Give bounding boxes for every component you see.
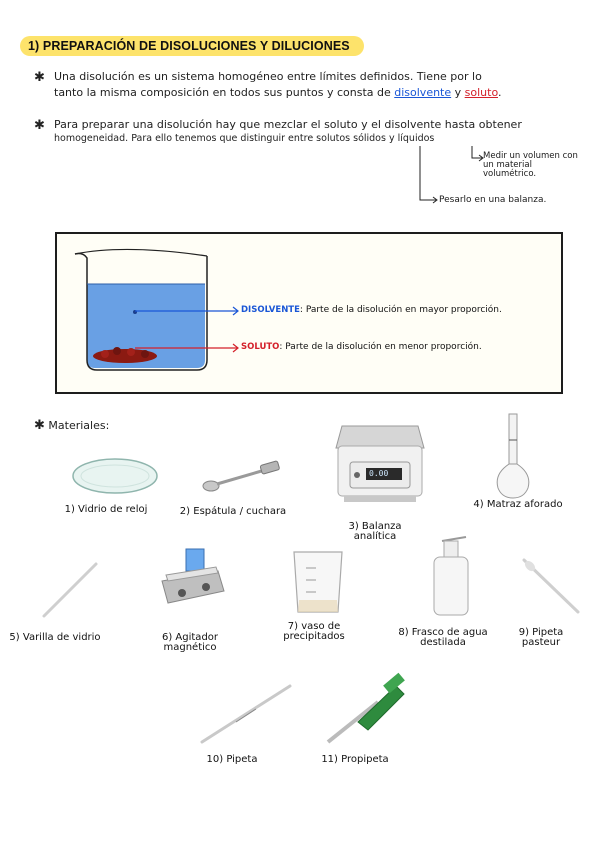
material-number: 6) bbox=[161, 632, 173, 643]
watch-glass-icon bbox=[72, 458, 158, 494]
material-name: Matraz aforado bbox=[486, 499, 563, 510]
material-name: Balanza analítica bbox=[353, 521, 402, 542]
magnetic-stirrer-icon bbox=[161, 548, 225, 604]
beaker-diagram-icon bbox=[74, 248, 208, 371]
paragraph-definition: Una disolución es un sistema homogéneo e… bbox=[54, 70, 584, 99]
material-number: 10) bbox=[206, 754, 224, 765]
disolvente-label-def: : Parte de la disolución en mayor propor… bbox=[299, 305, 502, 315]
material-name: Agitador magnético bbox=[163, 632, 219, 653]
disolvente-label: DISOLVENTE: Parte de la disolución en ma… bbox=[241, 305, 502, 315]
material-number: 4) bbox=[473, 499, 484, 510]
material-name: Pipeta pasteur bbox=[521, 627, 564, 648]
material-label-11: 11) Propipeta bbox=[305, 755, 405, 765]
material-name: vaso de precipitados bbox=[283, 621, 345, 642]
material-name: Pipeta bbox=[226, 754, 258, 765]
disolvente-term: disolvente bbox=[394, 86, 452, 99]
wash-bottle-icon bbox=[433, 536, 469, 616]
pipette-icon bbox=[200, 684, 292, 744]
material-number: 9) bbox=[518, 627, 529, 638]
branch-arrows-icon bbox=[419, 146, 484, 204]
paragraph-line: tanto la misma composición en todos sus … bbox=[54, 86, 584, 99]
material-label-10: 10) Pipeta bbox=[192, 755, 272, 765]
material-label-4: 4) Matraz aforado bbox=[468, 500, 568, 510]
material-label-7: 7) vaso de precipitados bbox=[264, 622, 364, 642]
paragraph-text: tanto la misma composición en todos sus … bbox=[54, 86, 391, 99]
material-label-2: 2) Espátula / cuchara bbox=[178, 507, 288, 517]
material-number: 8) bbox=[398, 627, 409, 638]
material-number: 11) bbox=[321, 754, 338, 765]
volumetric-flask-icon bbox=[496, 413, 530, 499]
star-bullet-icon: ✱ bbox=[34, 418, 45, 433]
soluto-label-term: SOLUTO bbox=[241, 342, 280, 352]
diagram-arrows-icon bbox=[135, 306, 239, 353]
paragraph-line: Para preparar una disolución hay que mez… bbox=[54, 118, 522, 131]
spatula-icon bbox=[202, 460, 280, 492]
period-text: . bbox=[498, 86, 502, 99]
material-number: 7) bbox=[287, 621, 298, 632]
materiales-heading-text: Materiales: bbox=[48, 419, 110, 432]
balance-display: 0.00 bbox=[369, 469, 389, 478]
paragraph-line: Una disolución es un sistema homogéneo e… bbox=[54, 70, 482, 83]
propipette-icon bbox=[326, 672, 405, 744]
material-number: 3) bbox=[348, 521, 359, 532]
star-bullet-icon: ✱ bbox=[34, 70, 45, 85]
material-label-6: 6) Agitador magnético bbox=[140, 633, 240, 653]
beaker-icon bbox=[293, 551, 343, 613]
material-label-9: 9) Pipeta pasteur bbox=[500, 628, 582, 648]
soluto-term: soluto bbox=[464, 86, 498, 99]
disolvente-label-term: DISOLVENTE bbox=[241, 305, 300, 315]
soluto-label: SOLUTO: Parte de la disolución en menor … bbox=[241, 342, 482, 352]
material-label-1: 1) Vidrio de reloj bbox=[56, 505, 156, 515]
material-label-5: 5) Varilla de vidrio bbox=[6, 633, 104, 643]
pasteur-pipette-icon bbox=[522, 558, 580, 614]
material-label-8: 8) Frasco de agua destilada bbox=[393, 628, 493, 648]
material-number: 5) bbox=[9, 632, 20, 643]
material-name: Varilla de vidrio bbox=[22, 632, 101, 643]
solidos-note: Pesarlo en una balanza. bbox=[439, 195, 547, 205]
conjunction-text: y bbox=[454, 86, 462, 99]
material-name: Vidrio de reloj bbox=[78, 504, 148, 515]
liquidos-note: Medir un volumen con un material volumét… bbox=[483, 151, 578, 179]
material-number: 2) bbox=[179, 506, 191, 517]
paragraph-preparation: Para preparar una disolución hay que mez… bbox=[54, 118, 584, 144]
star-bullet-icon: ✱ bbox=[34, 118, 45, 133]
materiales-heading: ✱ Materiales: bbox=[34, 418, 109, 433]
page-title: 1) PREPARACIÓN DE DISOLUCIONES Y DILUCIO… bbox=[20, 36, 364, 56]
material-number: 1) bbox=[64, 504, 75, 515]
paragraph-line: homogeneidad. Para ello tenemos que dist… bbox=[54, 133, 435, 144]
material-label-3: 3) Balanza analítica bbox=[330, 522, 420, 542]
soluto-label-def: : Parte de la disolución en menor propor… bbox=[279, 342, 482, 352]
material-name: Frasco de agua destilada bbox=[411, 627, 488, 648]
analytical-balance-icon bbox=[335, 425, 425, 502]
material-name: Propipeta bbox=[341, 754, 389, 765]
diagram-box: DISOLVENTE: Parte de la disolución en ma… bbox=[55, 232, 563, 394]
glass-rod-icon bbox=[42, 562, 98, 618]
material-name: Espátula / cuchara bbox=[193, 506, 287, 517]
